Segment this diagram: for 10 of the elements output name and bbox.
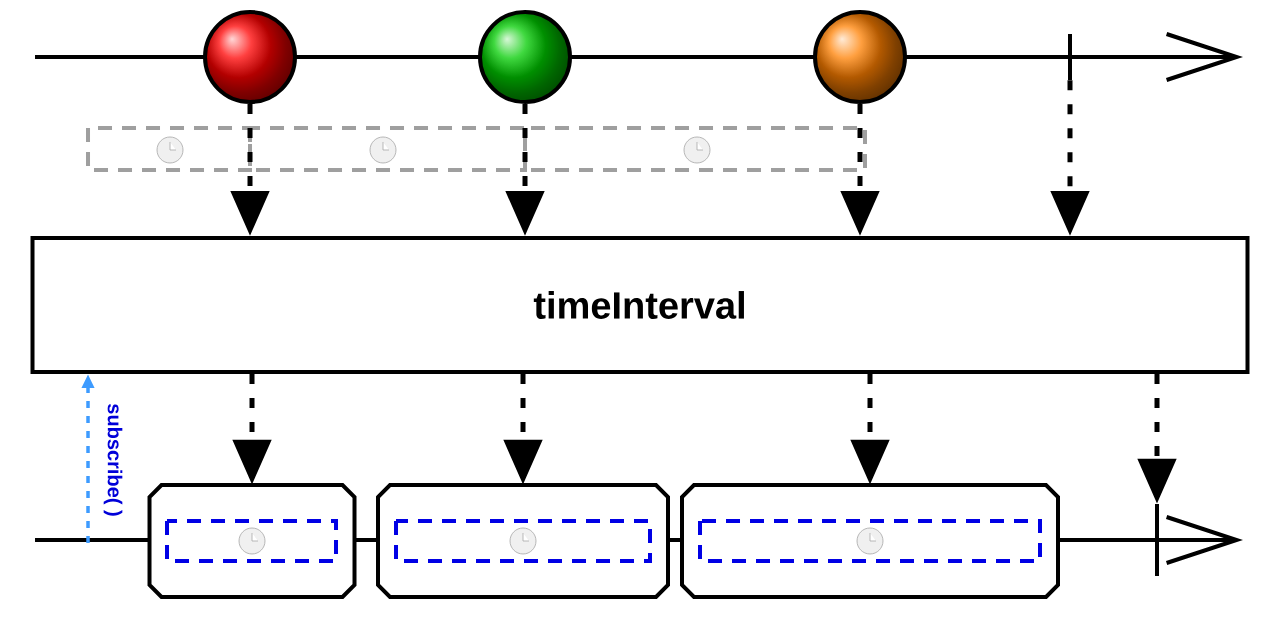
operator-box: timeInterval — [30, 236, 1250, 374]
output-item-box — [147, 483, 357, 599]
marble-circle — [813, 10, 907, 104]
completion-bar — [1155, 504, 1159, 576]
completion-bar — [1068, 34, 1072, 80]
edge-label: subscribe( ) — [103, 404, 123, 516]
marble-circle — [203, 10, 297, 104]
output-item-box — [376, 483, 670, 599]
marble-circle — [478, 10, 572, 104]
output-item-box — [680, 483, 1060, 599]
